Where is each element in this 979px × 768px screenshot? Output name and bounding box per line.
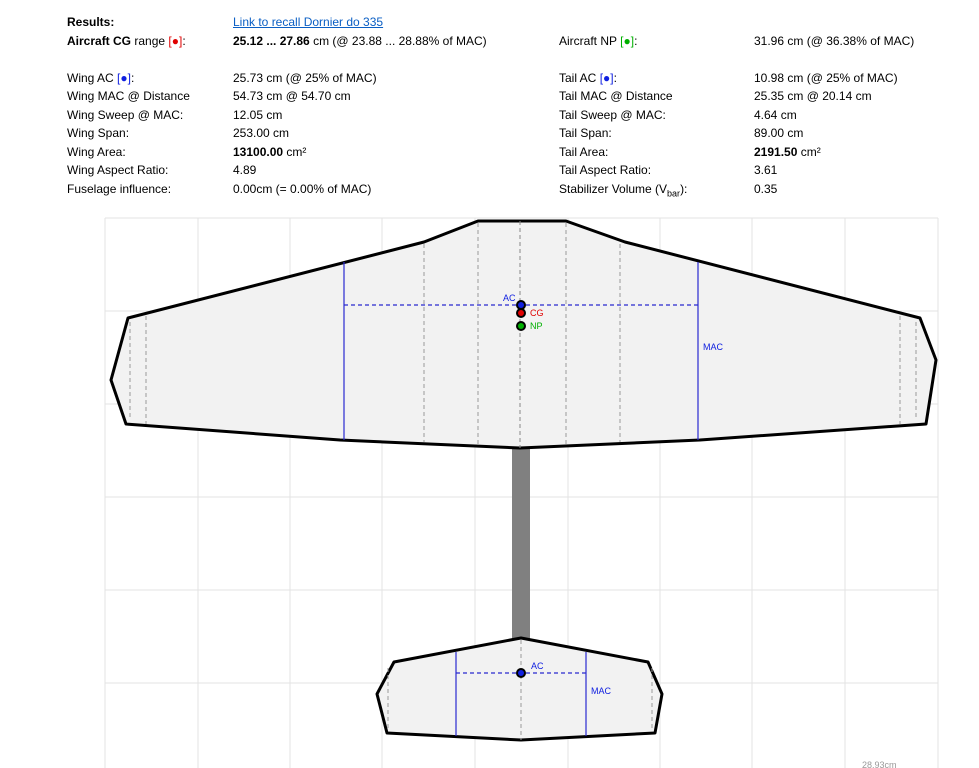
wing-mac-label: MAC — [703, 342, 724, 352]
np-point-inner — [518, 323, 524, 329]
tail-panel-lines — [387, 640, 653, 740]
fuselage-influence-label: Fuselage influence: — [67, 182, 172, 196]
cg-label: CG — [530, 308, 544, 318]
tail-area-value: 2191.50 cm² — [754, 145, 821, 159]
wing-ac-marker-icon: [●] — [117, 71, 131, 85]
wing-span-label: Wing Span: — [67, 126, 130, 140]
cg-range-label: Aircraft CG range [●]: — [67, 34, 186, 48]
tail-mac-label: MAC — [591, 686, 612, 696]
wing-sweep-value: 12.05 cm — [233, 108, 283, 122]
wing-area-label: Wing Area: — [67, 145, 126, 159]
tail-ac-value: 10.98 cm (@ 25% of MAC) — [754, 71, 898, 85]
scale-label: 28.93cm — [862, 760, 897, 768]
tail-sweep-value: 4.64 cm — [754, 108, 797, 122]
np-marker-icon: [●] — [620, 34, 635, 48]
fuselage-influence-value: 0.00cm (= 0.00% of MAC) — [233, 182, 372, 196]
wing-ac-point-inner — [518, 302, 524, 308]
wing-aspect-value: 4.89 — [233, 163, 257, 177]
results-heading: Results: — [67, 15, 115, 29]
cg-point-inner — [518, 310, 524, 316]
wing-aspect-label: Wing Aspect Ratio: — [67, 163, 169, 177]
np-label: Aircraft NP [●]: — [559, 34, 638, 48]
wing-span-value: 253.00 cm — [233, 126, 290, 140]
tail-aspect-value: 3.61 — [754, 163, 778, 177]
tail-aspect-label: Tail Aspect Ratio: — [559, 163, 652, 177]
wing-ac-value: 25.73 cm (@ 25% of MAC) — [233, 71, 377, 85]
tail-area-label: Tail Area: — [559, 145, 609, 159]
np-label: NP — [530, 321, 543, 331]
tail-mac-label: Tail MAC @ Distance — [559, 89, 673, 103]
wing-ac-label: Wing AC [●]: — [67, 71, 135, 85]
tail-ac-label: Tail AC [●]: — [559, 71, 617, 85]
fuselage-boom — [512, 448, 530, 640]
tail-ac-label: AC — [531, 661, 544, 671]
tail-outline — [375, 636, 664, 742]
recall-link[interactable]: Link to recall Dornier do 335 — [233, 15, 384, 29]
stabilizer-volume-value: 0.35 — [754, 182, 778, 196]
tail-ac-marker-icon: [●] — [599, 71, 614, 85]
wing-ac-label: AC — [503, 293, 516, 303]
wing-mac-label: Wing MAC @ Distance — [67, 89, 190, 103]
wing-area-value: 13100.00 cm² — [233, 145, 307, 159]
cg-range-value: 25.12 ... 27.86 cm (@ 23.88 ... 28.88% o… — [233, 34, 487, 48]
wing-mac-value: 54.73 cm @ 54.70 cm — [233, 89, 351, 103]
stabilizer-volume-label: Stabilizer Volume (Vbar): — [559, 182, 688, 199]
tail-sweep-label: Tail Sweep @ MAC: — [559, 108, 666, 122]
wing-sweep-label: Wing Sweep @ MAC: — [67, 108, 184, 122]
tail-mac-value: 25.35 cm @ 20.14 cm — [754, 89, 872, 103]
main-wing-outline — [109, 219, 938, 450]
wing-panel-lines — [129, 223, 917, 446]
np-value: 31.96 cm (@ 36.38% of MAC) — [754, 34, 915, 48]
tail-span-value: 89.00 cm — [754, 126, 804, 140]
tail-ac-point-inner — [518, 670, 524, 676]
tail-span-label: Tail Span: — [559, 126, 612, 140]
cg-marker-icon: [●] — [168, 34, 183, 48]
